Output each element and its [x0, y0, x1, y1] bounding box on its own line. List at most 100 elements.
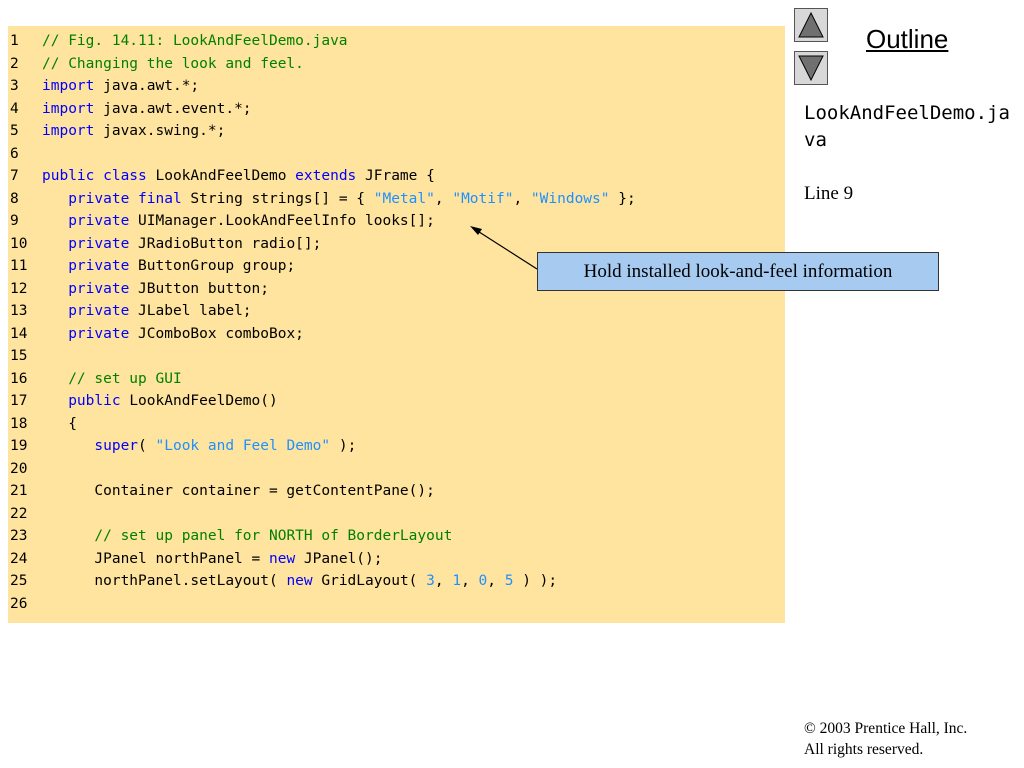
code-token: ,	[434, 573, 453, 589]
code-text: import java.awt.event.*;	[42, 98, 252, 121]
line-number: 10	[10, 235, 28, 252]
line-number: 26	[10, 595, 28, 612]
code-line: 20	[8, 458, 785, 481]
code-text: // set up panel for NORTH of BorderLayou…	[42, 525, 452, 548]
code-line: 2// Changing the look and feel.	[8, 53, 785, 76]
callout-box: Hold installed look-and-feel information	[537, 252, 939, 291]
code-token: public class	[42, 168, 147, 184]
code-line: 9 private UIManager.LookAndFeelInfo look…	[8, 210, 785, 233]
code-text: Container container = getContentPane();	[42, 480, 435, 503]
code-token	[42, 393, 68, 409]
code-token: private final	[68, 190, 182, 207]
code-token: JFrame {	[356, 168, 435, 184]
code-token: java.awt.event.*;	[94, 100, 252, 117]
code-token	[42, 191, 68, 207]
code-token: JButton button;	[129, 280, 269, 297]
line-number: 25	[10, 573, 28, 589]
code-token: extends	[295, 168, 357, 184]
line-number: 19	[10, 438, 28, 454]
code-line: 14 private JComboBox comboBox;	[8, 323, 785, 346]
line-number: 13	[10, 303, 28, 319]
line-number: 8	[10, 190, 19, 207]
line-number: 12	[10, 280, 28, 297]
code-token: ButtonGroup group;	[129, 258, 296, 274]
line-number: 11	[10, 258, 28, 274]
code-token: Container container = getContentPane();	[42, 483, 435, 499]
code-token: private	[68, 325, 130, 342]
line-number: 21	[10, 483, 28, 499]
code-line: 12 private JButton button;	[8, 278, 785, 301]
line-number: 5	[10, 123, 19, 139]
code-text: private ButtonGroup group;	[42, 255, 295, 278]
code-token	[42, 258, 68, 274]
line-number: 22	[10, 505, 28, 522]
code-token: java.awt.*;	[94, 78, 200, 94]
line-number: 20	[10, 460, 28, 477]
code-line: 16 // set up GUI	[8, 368, 785, 391]
code-text: northPanel.setLayout( new GridLayout( 3,…	[42, 570, 557, 593]
code-line: 10 private JRadioButton radio[];	[8, 233, 785, 256]
code-token: super	[94, 438, 139, 454]
code-text: // Changing the look and feel.	[42, 53, 304, 76]
code-text: private JRadioButton radio[];	[42, 233, 321, 256]
line-number: 23	[10, 528, 28, 544]
code-line: 25 northPanel.setLayout( new GridLayout(…	[8, 570, 785, 593]
code-line: 4 import java.awt.event.*;	[8, 98, 785, 121]
code-line: 6	[8, 143, 785, 166]
file-name: LookAndFeelDemo.java	[804, 102, 1010, 151]
code-token: ,	[461, 573, 479, 589]
code-token: // Fig. 14.11: LookAndFeelDemo.java	[42, 33, 348, 49]
code-text: {	[42, 413, 77, 436]
code-token: 0	[478, 573, 488, 589]
line-number: 16	[10, 370, 28, 387]
line-number: 7	[10, 168, 19, 184]
code-line: 8 private final String strings[] = { "Me…	[8, 188, 785, 211]
code-token	[42, 213, 68, 229]
code-token: GridLayout(	[312, 573, 427, 589]
code-token: (	[138, 438, 156, 454]
code-line: 11 private ButtonGroup group;	[8, 255, 785, 278]
code-token: UIManager.LookAndFeelInfo looks[];	[129, 213, 435, 229]
triangle-down-icon	[798, 55, 824, 82]
code-text: JPanel northPanel = new JPanel();	[42, 548, 383, 571]
code-token	[42, 528, 94, 544]
code-token: LookAndFeelDemo()	[120, 393, 278, 409]
code-token: 1	[452, 573, 462, 589]
rights-line: All rights reserved.	[804, 741, 924, 758]
code-token: );	[330, 438, 357, 454]
code-token: };	[609, 190, 636, 207]
code-text: private JLabel label;	[42, 300, 251, 323]
line-number: 9	[10, 213, 19, 229]
line-number: 24	[10, 550, 28, 567]
code-token: {	[42, 415, 77, 432]
previous-slide-button[interactable]	[794, 8, 828, 42]
code-token: private	[68, 235, 130, 252]
code-panel: 1 // Fig. 14.11: LookAndFeelDemo.java 2// …	[8, 26, 785, 623]
copyright: © 2003 Prentice Hall, Inc. All rights re…	[804, 718, 967, 760]
code-text: public class LookAndFeelDemo extends JFr…	[42, 165, 435, 188]
code-token: LookAndFeelDemo	[146, 168, 296, 184]
code-text: private UIManager.LookAndFeelInfo looks[…	[42, 210, 435, 233]
outline-title[interactable]: Outline	[866, 24, 949, 54]
code-token	[42, 303, 68, 319]
code-token: private	[68, 280, 130, 297]
code-token: "Windows"	[530, 190, 610, 207]
code-text: import javax.swing.*;	[42, 120, 225, 143]
line-number: 17	[10, 393, 28, 409]
code-line: 1 // Fig. 14.11: LookAndFeelDemo.java	[8, 30, 785, 53]
code-token: private	[68, 213, 130, 229]
code-token	[42, 326, 68, 342]
copyright-line: © 2003 Prentice Hall, Inc.	[804, 720, 968, 737]
code-token: ) );	[513, 573, 558, 589]
code-token	[42, 438, 94, 454]
code-line: 18 {	[8, 413, 785, 436]
line-number: 1	[10, 33, 19, 49]
code-token: ,	[434, 190, 453, 207]
line-number: 4	[10, 100, 19, 117]
code-token: 5	[504, 573, 514, 589]
code-token: JPanel();	[295, 550, 383, 567]
code-token	[42, 371, 68, 387]
next-slide-button[interactable]	[794, 51, 828, 85]
code-line: 19 super( "Look and Feel Demo" );	[8, 435, 785, 458]
